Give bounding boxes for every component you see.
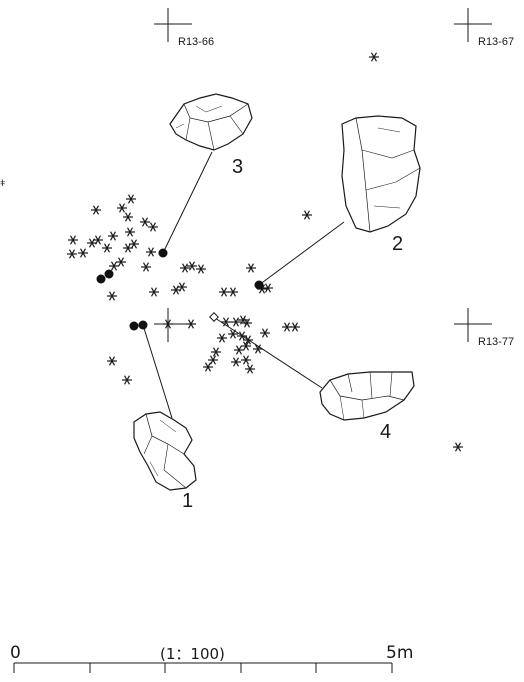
find-dot [138,320,148,330]
find-asterisk [245,263,257,273]
leader-lines [142,151,345,419]
find-asterisk [186,261,198,271]
find-asterisk [122,212,134,222]
artifact-4-drawing [319,371,415,421]
find-asterisk [106,291,118,301]
artifact-1-number: 1 [182,490,193,512]
find-asterisk [115,257,127,267]
find-asterisk [116,203,128,213]
find-dot [104,269,114,279]
grid-cross-center [154,308,192,342]
leader-line-2 [258,221,345,286]
find-dot [158,248,168,258]
grid-label-r13-77: R13-77 [478,336,514,348]
scale-bar [13,662,393,673]
find-asterisk [179,263,191,273]
find-asterisk [233,345,245,355]
find-dot [129,321,139,331]
find-asterisk [289,322,301,332]
find-asterisk [185,319,197,329]
scale-start-label: 0 [10,643,21,663]
find-asterisk [195,264,207,274]
find-asterisk [145,247,157,257]
find-asterisk [240,355,252,365]
find-asterisk [128,239,140,249]
find-asterisk [216,333,228,343]
grid-label-r13-67: R13-67 [478,36,514,48]
find-asterisk [121,375,133,385]
artifact-find-dots [96,248,264,331]
find-asterisk [210,347,222,357]
artifact-3-number: 3 [232,156,243,178]
find-asterisk [140,262,152,272]
find-asterisk [368,52,380,62]
grid-cross-r13-77 [454,308,492,342]
find-asterisk [66,249,78,259]
find-marker-open [209,312,219,322]
find-asterisk [90,205,102,215]
artifact-4-number: 4 [380,421,391,443]
grid-label-r13-66: R13-66 [178,36,214,48]
find-asterisk [301,210,313,220]
find-asterisk [101,243,113,253]
find-asterisk [207,355,219,365]
find-asterisk [124,227,136,237]
find-asterisk [259,328,271,338]
find-asterisk [244,364,256,374]
find-dot [254,280,264,290]
find-asterisk [202,362,214,372]
find-asterisk [125,194,137,204]
margin-mark: ǂ [0,178,5,188]
leader-line-1 [142,324,173,419]
find-asterisk [107,231,119,241]
find-asterisk [230,317,242,327]
scale-ratio-label: (1：100) [160,645,225,663]
find-asterisk [227,329,239,339]
find-asterisk [452,442,464,452]
find-asterisk [77,248,89,258]
find-asterisk [67,235,79,245]
find-asterisk [227,287,239,297]
artifact-1-drawing [133,411,197,491]
grid-cross-r13-66 [154,8,192,42]
artifact-3-drawing [169,93,253,151]
grid-cross-r13-67 [454,8,492,42]
find-asterisk [108,261,120,271]
scale-end-label: 5m [386,643,413,663]
find-asterisk [106,356,118,366]
find-asterisk [148,287,160,297]
find-asterisk [147,222,159,232]
find-asterisk [139,217,151,227]
find-asterisk [230,357,242,367]
artifact-2-number: 2 [392,233,403,255]
find-asterisk [218,287,230,297]
leader-line-3 [162,151,213,254]
artifact-2-drawing [341,115,421,233]
find-dot [96,274,106,284]
leader-line-4 [214,317,323,389]
